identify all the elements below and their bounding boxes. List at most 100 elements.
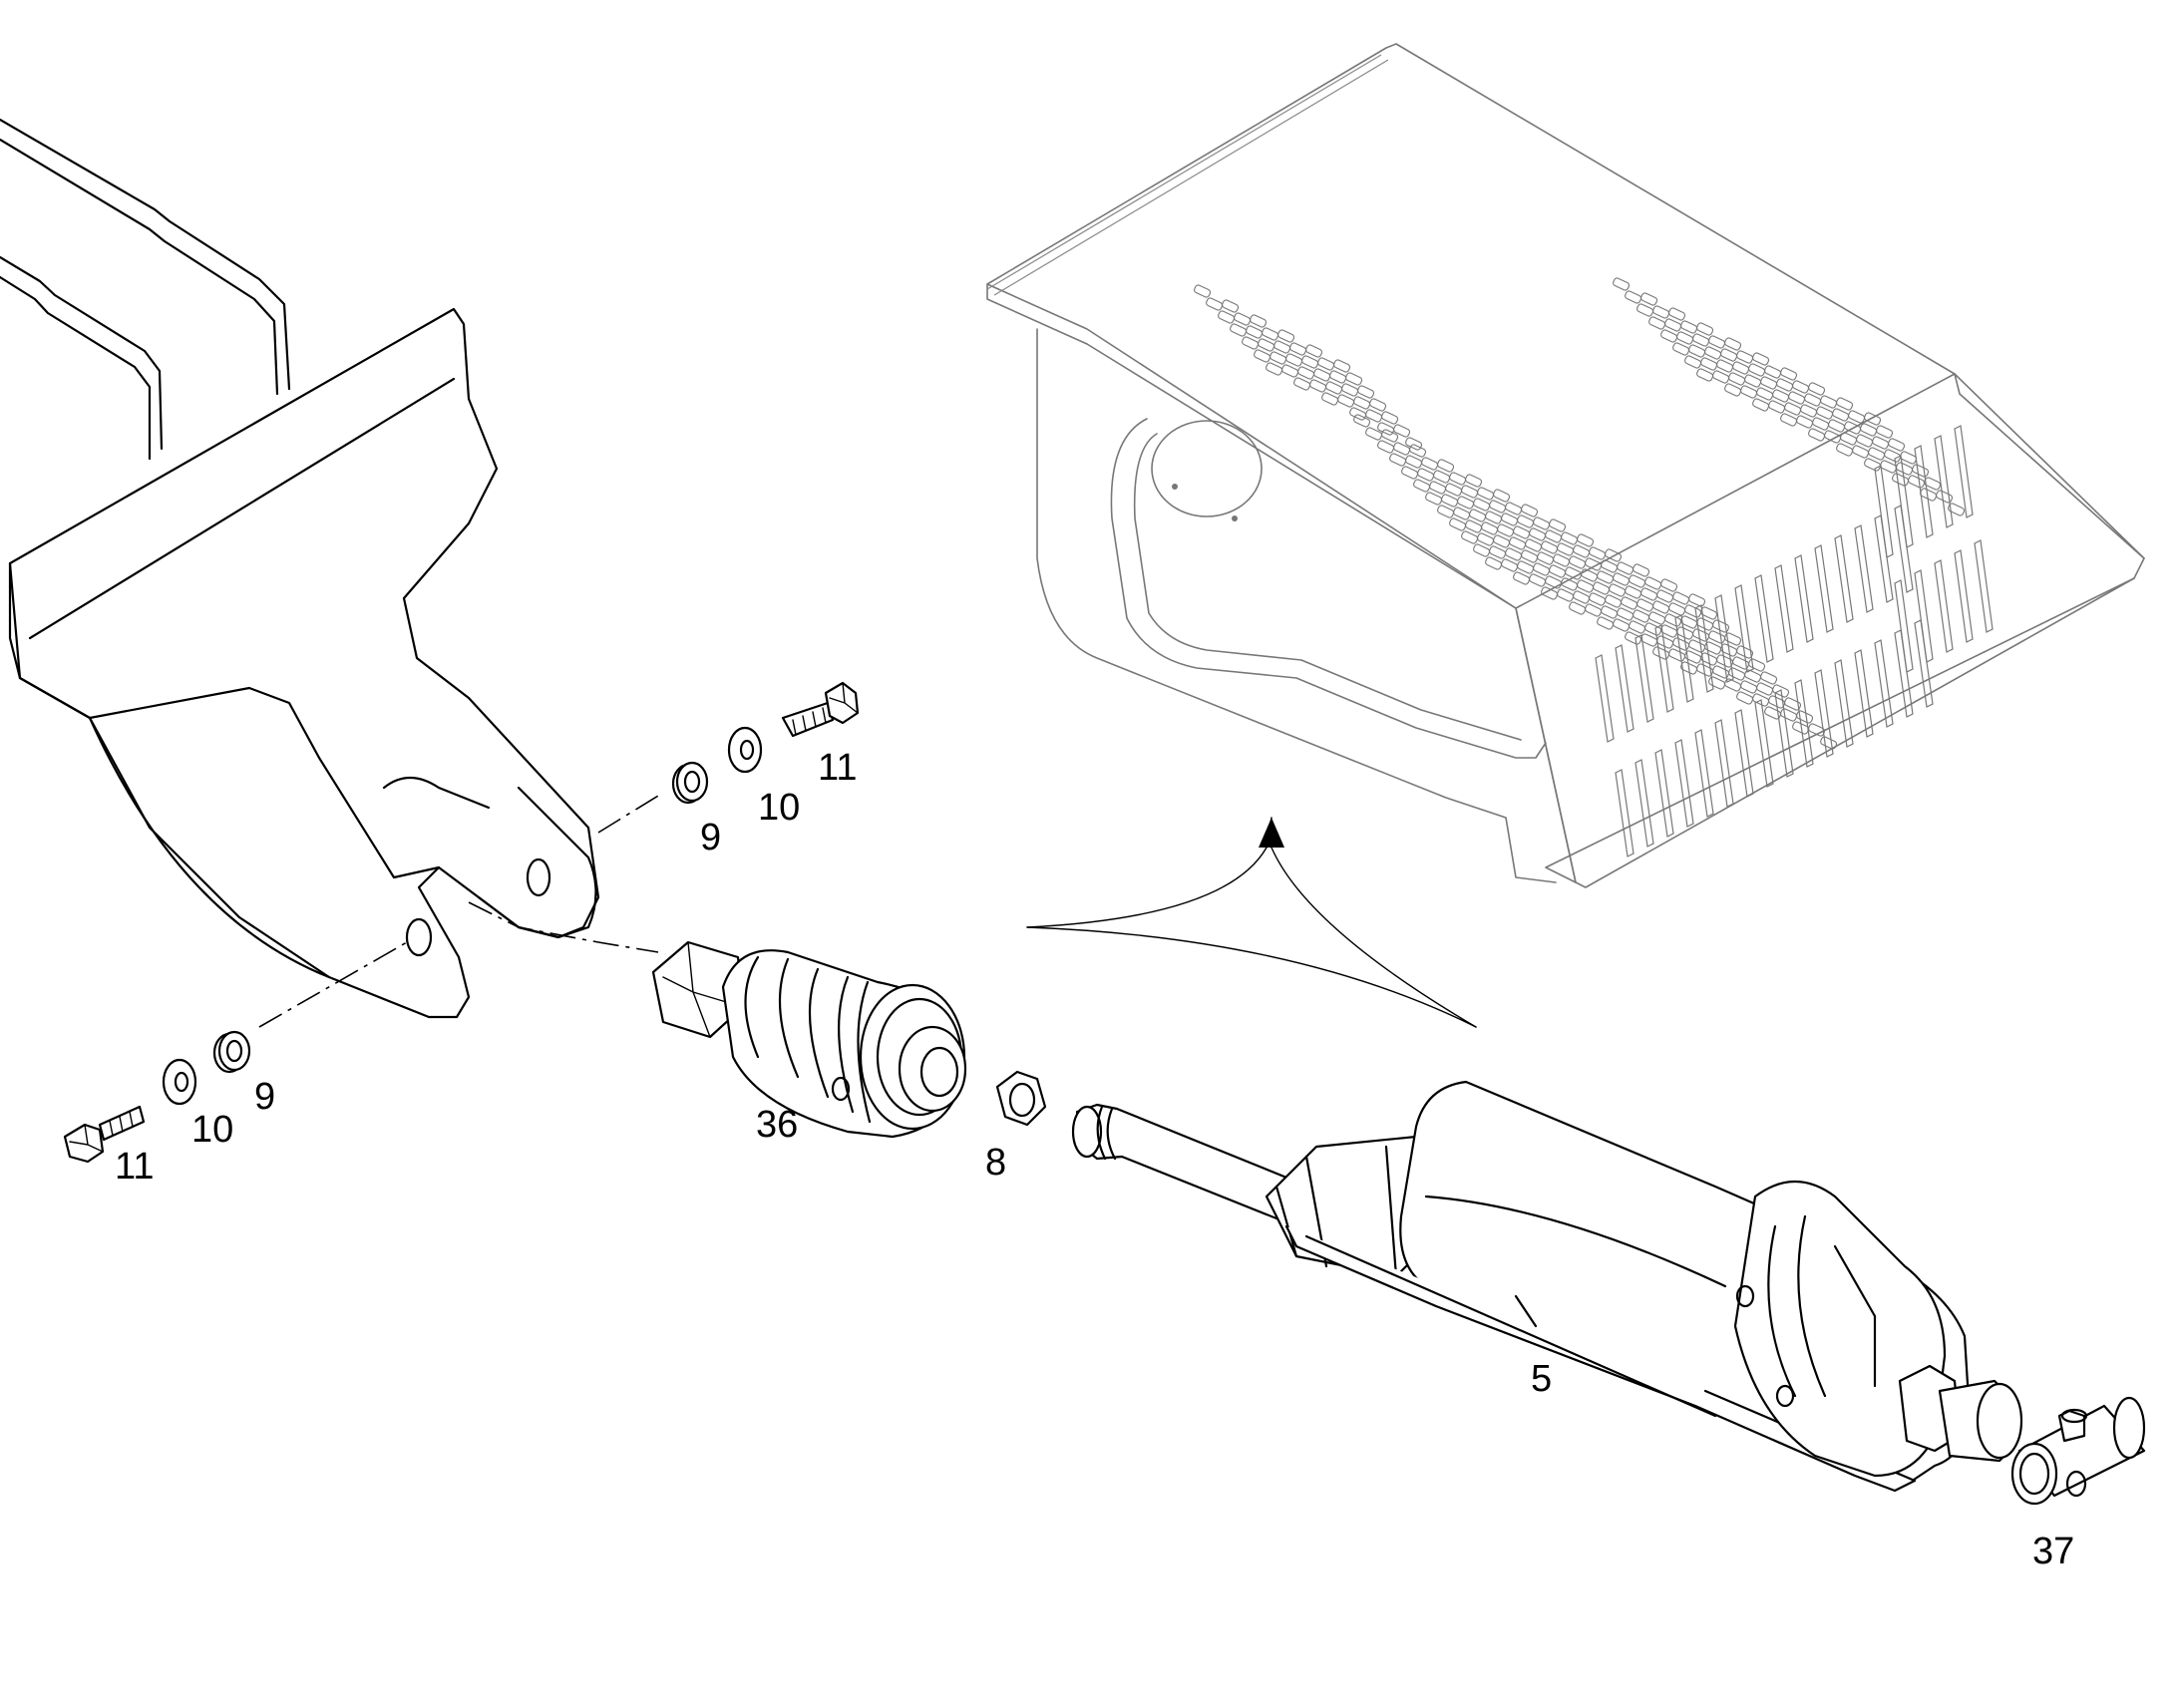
vent-slot: [1433, 470, 1451, 484]
vent-slot: [1876, 425, 1894, 439]
vent-slot: [1589, 546, 1607, 560]
vent-slot: [1888, 438, 1906, 452]
vent-slot: [1633, 609, 1650, 623]
vent-slot: [1636, 598, 1654, 612]
vent-slot: [1457, 496, 1475, 510]
vent-slot: [1258, 338, 1275, 352]
vent-slot: [1760, 376, 1778, 390]
vent-slot: [1712, 619, 1730, 633]
vent-slot: [1277, 329, 1295, 343]
lower-lug-hole: [405, 917, 433, 957]
vent-slot: [1270, 351, 1287, 365]
vent-slot: [1477, 532, 1495, 546]
vent-slot: [1656, 635, 1674, 649]
frame-rails: [0, 118, 291, 461]
louvre-slot: [1635, 634, 1654, 723]
assembly-centerlines: [258, 792, 664, 1028]
vent-slot: [1485, 556, 1503, 570]
vent-slot: [1389, 453, 1407, 467]
vent-slot: [1676, 331, 1694, 345]
vent-slot: [1585, 557, 1603, 571]
upper-hardware: [671, 681, 860, 805]
louvre-slot: [1954, 425, 1974, 518]
vent-slot: [1764, 365, 1782, 379]
vent-slot: [1808, 428, 1826, 442]
louvre-slot: [1874, 639, 1894, 728]
vent-slot: [1301, 355, 1319, 369]
vent-slot: [1341, 383, 1359, 397]
vent-slot: [1369, 398, 1387, 412]
vent-slot: [1644, 576, 1662, 590]
tee-fitting: [2010, 1396, 2146, 1506]
louvre-slot: [1914, 569, 1934, 663]
vent-slot: [1405, 455, 1423, 469]
vent-slot: [1421, 457, 1439, 471]
vent-slot: [1573, 590, 1591, 604]
vent-slot: [1780, 367, 1798, 381]
louvre-slot: [1814, 669, 1834, 758]
vent-slot: [1617, 607, 1635, 621]
vent-slot: [1437, 505, 1455, 518]
vent-slot: [1461, 530, 1479, 544]
vent-slot: [1784, 697, 1802, 711]
vent-slot: [1441, 494, 1459, 508]
callout-spacer-lower: 9: [254, 1076, 275, 1118]
vent-slot: [1317, 357, 1335, 371]
vent-slot: [1541, 586, 1559, 600]
vent-slot: [1549, 564, 1567, 578]
louvre-slot: [1794, 679, 1814, 768]
vent-slot: [1477, 487, 1495, 501]
vent-slot: [1752, 352, 1770, 366]
vent-slot: [1273, 340, 1291, 354]
engine-cover: [986, 43, 2145, 888]
upper-bolt: [781, 681, 860, 738]
vent-slot: [1768, 695, 1786, 709]
upper-spacer: [671, 761, 709, 805]
vent-slot: [1453, 507, 1471, 520]
vent-slot: [1736, 645, 1754, 659]
louvre-slot: [1934, 559, 1954, 653]
vent-slot: [1784, 402, 1802, 416]
vent-slot: [1780, 708, 1798, 722]
vent-slot: [1712, 370, 1730, 384]
vent-slot: [1365, 409, 1383, 423]
vent-slot: [1640, 587, 1658, 601]
location-arrow: [1026, 817, 1477, 1028]
vent-slot: [1377, 422, 1395, 436]
vent-slot: [1493, 534, 1511, 548]
vent-slot: [1222, 299, 1240, 313]
vent-slot: [1688, 593, 1706, 607]
louvre-slot: [1654, 624, 1674, 713]
vent-slot: [1732, 361, 1750, 375]
vent-slot: [1449, 517, 1467, 531]
vent-slot: [1629, 574, 1646, 588]
vent-slot: [1728, 667, 1746, 681]
pivot-bushing: [651, 940, 967, 1139]
vent-slot: [1684, 355, 1702, 369]
vent-slot: [1708, 676, 1726, 690]
vent-slot: [1672, 637, 1690, 651]
vent-slot: [1724, 383, 1742, 397]
vent-slot: [1696, 663, 1714, 677]
vent-slot: [1357, 385, 1375, 399]
vent-slot: [1329, 370, 1347, 384]
vent-slot: [1840, 432, 1858, 446]
louvre-slot: [1615, 644, 1635, 733]
lower-hardware: [63, 1030, 251, 1164]
vent-slot: [1465, 474, 1483, 488]
mounting-bracket: [8, 307, 600, 1019]
louvre-slot: [1894, 505, 1914, 593]
callout-bolt-lower: 11: [115, 1146, 154, 1188]
vent-slot: [1864, 458, 1882, 472]
vent-slot: [1545, 529, 1563, 543]
vent-slot: [1736, 691, 1754, 705]
vent-slot: [1625, 631, 1642, 645]
louvre-slot: [1974, 539, 1994, 633]
vent-slot: [1696, 322, 1714, 336]
callout-spacer-upper: 9: [700, 817, 721, 858]
vent-slot: [1509, 536, 1527, 550]
vent-slot: [1605, 548, 1623, 562]
vent-slot: [1908, 475, 1926, 489]
vent-slot: [1409, 444, 1427, 458]
